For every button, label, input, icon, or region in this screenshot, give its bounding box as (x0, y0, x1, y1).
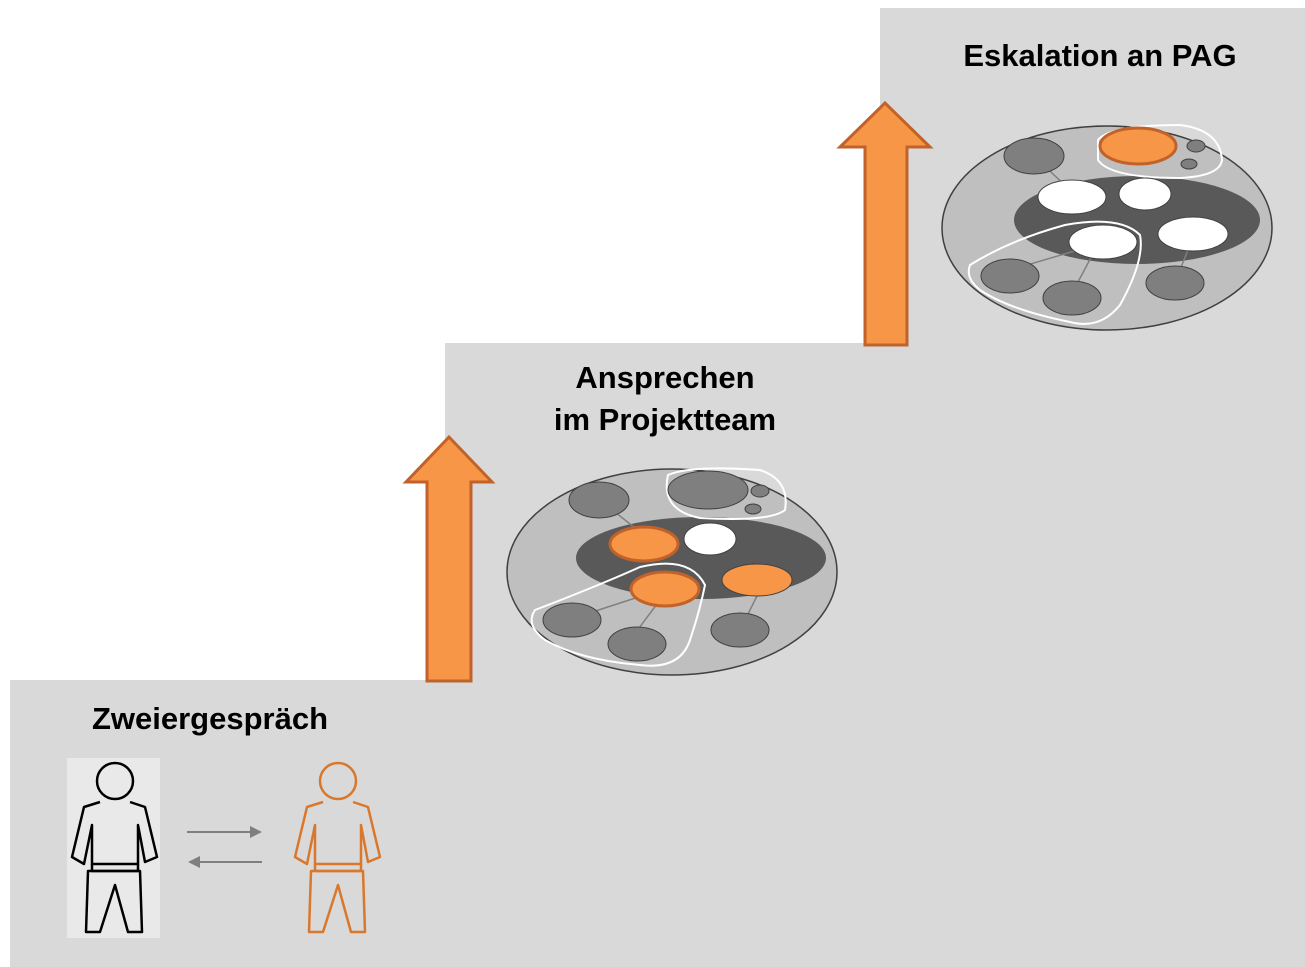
step-label-eskalation: Eskalation an PAG (963, 38, 1237, 73)
exchange-arrows-icon (187, 826, 262, 868)
escalation-network-diagram (941, 123, 1273, 331)
step-label-zweiergespraech: Zweiergespräch (91, 701, 329, 736)
up-arrow-2 (836, 100, 934, 347)
step-label-projektteam: Ansprechen im Projektteam (553, 360, 777, 437)
person-icon-black (67, 758, 160, 938)
up-arrow-1 (402, 434, 496, 683)
team-network-diagram (506, 467, 838, 676)
person-icon-orange (293, 761, 382, 934)
